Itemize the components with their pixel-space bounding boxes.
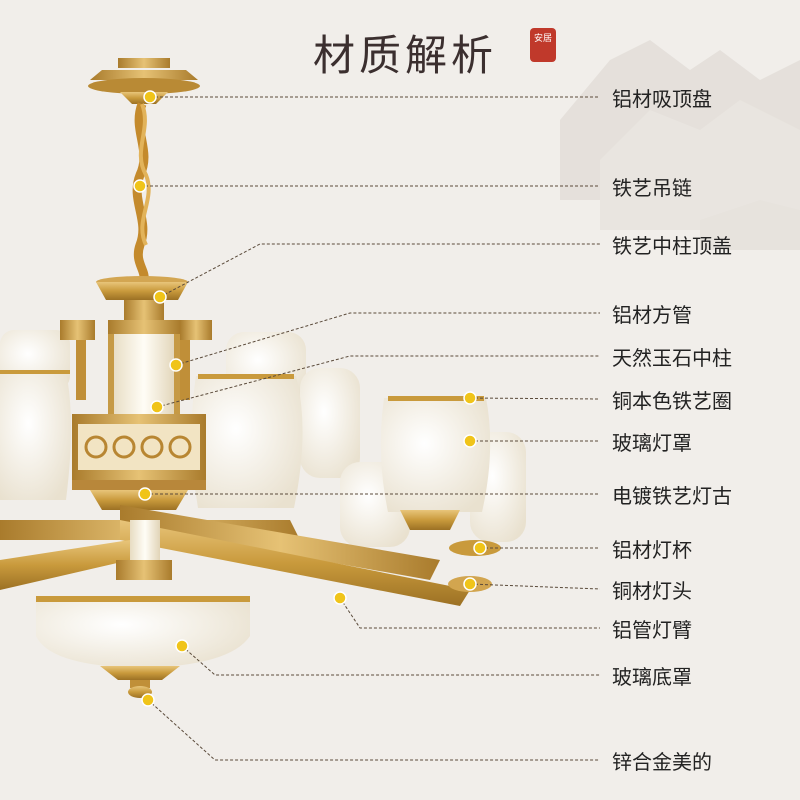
jade-column [108,320,180,414]
callout-dots [133,90,487,707]
leader-line [469,397,601,400]
upper-shades [0,370,491,512]
material-label: 铝材吸顶盘 [612,87,712,111]
callout-dot [150,400,164,414]
upper-arms [60,320,212,400]
callout-dot [138,487,152,501]
material-label: 铝材灯杯 [612,538,692,562]
callout-dot [473,541,487,555]
material-label: 玻璃灯罩 [612,431,692,455]
material-label: 天然玉石中柱 [612,346,732,370]
material-label: 铜材灯头 [612,579,692,603]
material-label: 锌合金美的 [612,750,712,774]
callout-dot [133,179,147,193]
red-seal: 安居 [530,28,556,62]
callout-dot [169,358,183,372]
leader-line [469,583,601,590]
leader-line [147,699,600,761]
callout-dot [141,693,155,707]
leader-line [339,597,600,629]
leader-lines [140,96,601,761]
material-label: 电镀铁艺灯古 [612,484,732,508]
chain [132,102,151,281]
decor-ring [72,414,206,510]
leader-line [175,312,600,366]
callout-dot [463,434,477,448]
material-label: 铁艺中柱顶盖 [612,234,732,258]
material-label: 玻璃底罩 [612,665,692,689]
callout-dot [463,391,477,405]
leader-line [181,645,600,676]
material-label: 铜本色铁艺圈 [612,389,732,413]
material-label: 铁艺吊链 [612,176,692,200]
page-title: 材质解析 [312,31,497,80]
lower-tier [0,505,501,606]
callout-dot [175,639,189,653]
column-top-cap [96,276,188,320]
leader-line [159,243,600,298]
callout-dot [143,90,157,104]
material-label: 铝材方管 [612,303,692,327]
leader-line [156,355,600,408]
callout-dot [333,591,347,605]
bottom-shade [36,596,250,698]
callout-dot [153,290,167,304]
material-label: 铝管灯臂 [612,618,692,642]
mountain-backdrop [560,40,800,250]
callout-dot [463,577,477,591]
